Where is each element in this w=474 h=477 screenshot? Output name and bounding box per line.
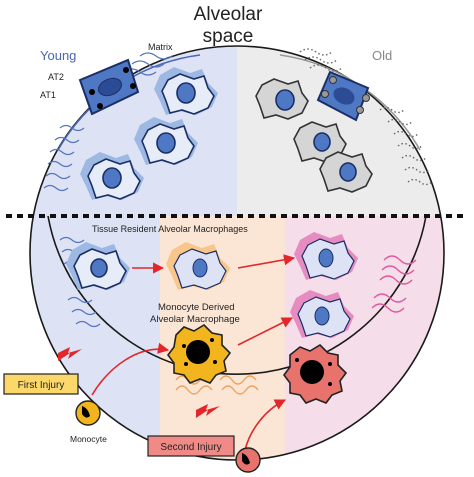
at1-label: AT1 xyxy=(40,90,56,100)
pink-tram-2 xyxy=(290,290,354,338)
arrow-moam-to-pink xyxy=(237,317,294,346)
young-tram-2 xyxy=(134,117,198,165)
first-injury-box: First Injury xyxy=(3,373,79,395)
old-at2-cell xyxy=(316,70,370,122)
salmon-macrophage xyxy=(283,343,348,404)
orange-tram xyxy=(166,242,230,290)
arrow-orange-to-pink xyxy=(237,254,296,269)
matrix-label: Matrix xyxy=(148,42,173,52)
monocyte-label: Monocyte xyxy=(70,434,107,444)
lightning-icon xyxy=(58,347,82,361)
monocyte-cell-2 xyxy=(235,447,261,473)
pink-tram-cells xyxy=(290,232,358,338)
young-tram-1 xyxy=(154,67,218,115)
alveolus-inner-wall xyxy=(47,215,427,375)
young-at2-cell xyxy=(78,58,140,116)
second-injury-label: Second Injury xyxy=(160,442,221,453)
lightning-icon xyxy=(196,404,220,418)
old-label: Old xyxy=(372,48,392,63)
arrow-monocyte-to-moam xyxy=(91,342,170,396)
old-tram-2 xyxy=(293,121,347,163)
tram-label: Tissue Resident Alveolar Macrophages xyxy=(92,224,248,234)
monocyte-cell xyxy=(75,400,101,426)
first-injury-label: First Injury xyxy=(18,380,65,391)
young-tram-cells xyxy=(80,67,218,200)
old-matrix-fibers xyxy=(299,48,433,186)
arrow-monocyte2-to-salmon xyxy=(244,399,287,451)
pink-tram-1 xyxy=(294,232,358,280)
title-line2: space xyxy=(203,26,254,47)
monocyte-derived-macrophage xyxy=(167,323,232,384)
young-label: Young xyxy=(40,48,76,63)
lower-young-tram xyxy=(66,242,130,290)
moam-label-line2: Alveolar Macrophage xyxy=(150,314,240,325)
title-line1: Alveolar xyxy=(194,4,263,25)
second-injury-box: Second Injury xyxy=(147,435,235,457)
moam-label-line1: Monocyte Derived xyxy=(158,302,235,313)
transition-arrows xyxy=(91,254,296,451)
at2-label: AT2 xyxy=(48,72,64,82)
injury-bolts xyxy=(58,347,220,418)
pink-matrix-fibers xyxy=(371,255,417,313)
old-tram-cells xyxy=(255,78,373,193)
old-tram-3 xyxy=(319,151,373,193)
young-tram-3 xyxy=(80,152,144,200)
old-tram-1 xyxy=(255,78,309,120)
